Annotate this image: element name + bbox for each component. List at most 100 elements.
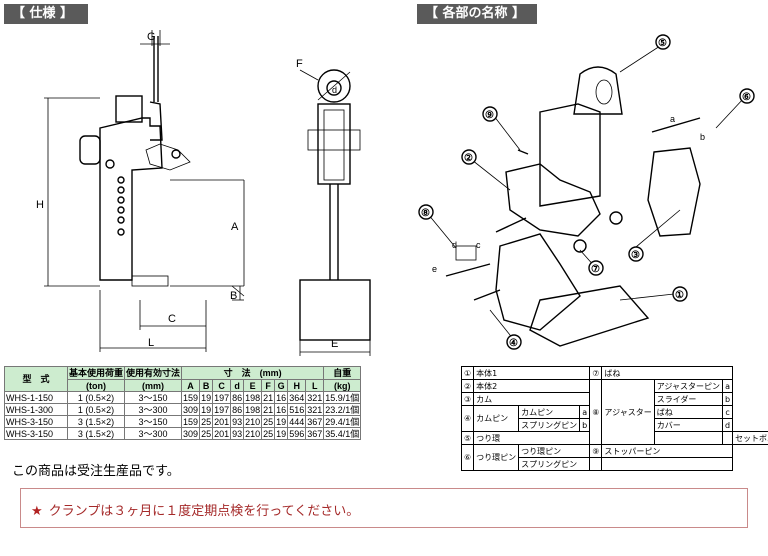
table-cell: 25 <box>261 427 276 440</box>
part-letter: a <box>721 379 734 393</box>
table-cell: 16 <box>274 403 289 416</box>
dim-col-g: G <box>274 379 289 392</box>
parts-section-title: 【 各部の名称 】 <box>417 4 537 24</box>
part-name: アジャスター <box>601 379 655 445</box>
dim-label-e: E <box>331 338 338 350</box>
letter-c: c <box>476 240 481 250</box>
parts-table: ① 本体1 ⑦ ばね ② 本体2 ⑧ アジャスター アジャスターピン a ③ カ… <box>460 366 768 471</box>
table-cell: 444 <box>287 415 307 428</box>
table-cell: 367 <box>305 415 325 428</box>
dim-label-h: H <box>36 199 44 211</box>
table-cell: 210 <box>243 427 263 440</box>
callout-8: ⑧ <box>421 208 430 219</box>
part-no: ⑨ <box>589 444 603 458</box>
table-cell: 309 <box>181 427 201 440</box>
part-no: ③ <box>460 392 475 406</box>
part-no-empty <box>589 457 603 471</box>
callout-1: ① <box>675 290 684 301</box>
part-no: ⑧ <box>589 379 603 445</box>
part-name: 本体1 <box>473 366 591 380</box>
table-cell: 93 <box>230 427 245 440</box>
letter-a: a <box>670 114 675 124</box>
table-cell: WHS-3-150 <box>4 427 68 440</box>
part-name: ばね <box>601 366 734 380</box>
table-cell: 516 <box>287 403 307 416</box>
table-cell: 1 (0.5×2) <box>66 391 126 404</box>
callout-7: ⑦ <box>591 264 600 275</box>
table-cell: 29.4/1個 <box>323 415 362 428</box>
part-name: カムピン <box>473 405 520 432</box>
dim-label-a: A <box>231 221 239 233</box>
table-cell: 19 <box>274 415 289 428</box>
dim-col-l: L <box>305 379 325 392</box>
part-sub: つり環ピン <box>518 444 591 458</box>
table-cell: 210 <box>243 415 263 428</box>
dim-col-d: d <box>230 379 245 392</box>
table-cell: 19 <box>199 391 214 404</box>
part-sub: スプリングピン <box>518 418 581 432</box>
table-cell: 21 <box>261 391 276 404</box>
dim-label-c: C <box>168 313 176 325</box>
spec-table: 型 式 基本使用荷重 使用有効寸法 寸 法 (mm) 自重 (ton) (mm)… <box>4 366 362 440</box>
table-cell: 3～300 <box>124 427 183 440</box>
table-cell: 16 <box>274 391 289 404</box>
table-cell: 159 <box>181 391 201 404</box>
dim-col-h: H <box>287 379 307 392</box>
col-weight-unit: (kg) <box>323 379 362 392</box>
part-name: カム <box>473 392 591 406</box>
part-sub: カバー <box>653 418 723 432</box>
letter-d: d <box>452 240 457 250</box>
table-cell: 321 <box>305 403 325 416</box>
part-letter: a <box>579 405 591 419</box>
table-cell: 3 (1.5×2) <box>66 427 126 440</box>
table-cell: 159 <box>181 415 201 428</box>
table-cell: 364 <box>287 391 307 404</box>
callout-leaders <box>427 45 745 341</box>
part-name: 本体2 <box>473 379 591 393</box>
col-range: 使用有効寸法 <box>124 366 183 380</box>
table-cell: 86 <box>230 403 245 416</box>
dim-col-f: F <box>261 379 276 392</box>
table-cell: 198 <box>243 391 263 404</box>
table-cell: 3 (1.5×2) <box>66 415 126 428</box>
part-letter: c <box>721 405 734 419</box>
table-cell: 25 <box>261 415 276 428</box>
col-model: 型 式 <box>4 366 68 392</box>
dim-label-f: F <box>296 58 303 70</box>
spec-section-title: 【 仕様 】 <box>4 4 88 24</box>
part-no: ④ <box>460 405 475 432</box>
dim-col-a: A <box>181 379 201 392</box>
table-cell: 35.4/1個 <box>323 427 362 440</box>
table-cell: 19 <box>199 403 214 416</box>
table-cell: 3～150 <box>124 391 183 404</box>
table-cell: WHS-1-150 <box>4 391 68 404</box>
table-cell: 21 <box>261 403 276 416</box>
dim-label-g: G <box>147 31 156 43</box>
inspection-notice: ★クランプは３ヶ月に１度定期点検を行ってください。 <box>20 488 748 528</box>
part-sub: スプリングピン <box>518 457 591 471</box>
part-sub: カムピン <box>518 405 581 419</box>
table-cell: 3～150 <box>124 415 183 428</box>
table-cell: 309 <box>181 403 201 416</box>
part-sub: セットボルト <box>732 431 768 445</box>
part-sub: ばね <box>653 405 723 419</box>
dim-label-b: B <box>230 290 237 302</box>
part-no: ② <box>460 379 475 393</box>
dim-col-c: C <box>212 379 232 392</box>
exploded-view <box>445 66 701 347</box>
dim-label-d: d <box>332 85 337 95</box>
col-load-unit: (ton) <box>66 379 126 392</box>
side-view <box>79 36 191 287</box>
table-cell: 23.2/1個 <box>323 403 362 416</box>
part-no: ⑥ <box>460 444 475 471</box>
table-cell: 25 <box>199 427 214 440</box>
front-view <box>299 69 371 341</box>
table-cell: 198 <box>243 403 263 416</box>
callout-6: ⑥ <box>742 92 751 103</box>
part-name-empty <box>721 431 734 445</box>
part-no: ① <box>460 366 475 380</box>
